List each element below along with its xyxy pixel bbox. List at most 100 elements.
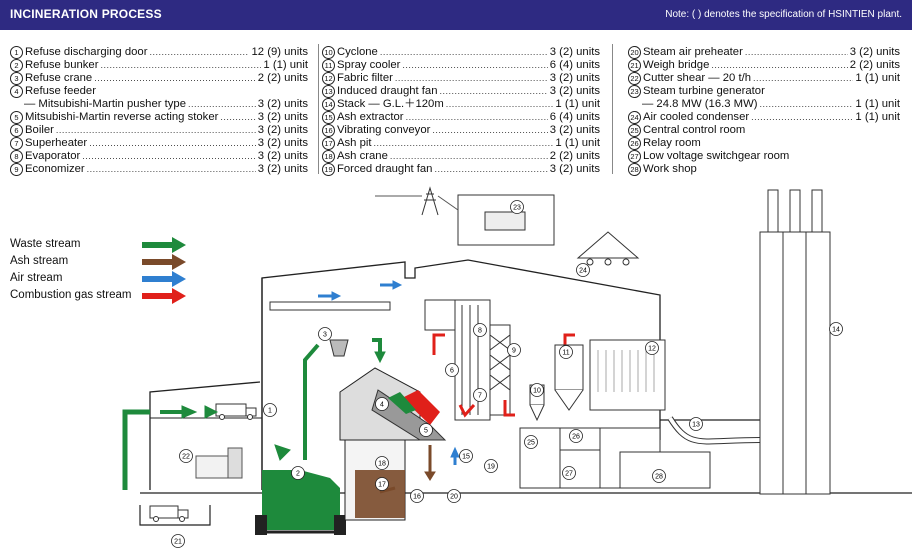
callout-number: 24	[579, 268, 587, 275]
item-label: Spray cooler	[337, 59, 401, 72]
callout-circle	[524, 435, 538, 449]
callout-number: 13	[692, 422, 700, 429]
item-number: 18	[322, 150, 335, 163]
leader-dots: ........................................…	[711, 60, 847, 71]
item-label: Forced draught fan	[337, 163, 433, 176]
item-number: 20	[628, 46, 641, 59]
callout-circle	[569, 429, 583, 443]
callout-number: 7	[478, 393, 482, 400]
refuse-bunker	[255, 470, 346, 535]
item-number: 2	[10, 59, 23, 72]
item-number: 11	[322, 59, 335, 72]
item-number: 25	[628, 123, 641, 137]
item-value: 1 (1) unit	[855, 110, 900, 123]
item-number: 27	[628, 149, 641, 163]
item-value: 1 (1) unit	[855, 72, 900, 85]
callout-number: 9	[512, 348, 516, 355]
legend-label: Combustion gas stream	[10, 289, 132, 301]
legend-entry: Waste stream	[10, 237, 186, 255]
callout-number: 21	[174, 539, 182, 546]
item-number: 15	[322, 111, 335, 124]
truck-icon	[149, 505, 189, 522]
callout-number: 18	[378, 461, 386, 468]
callout-circle	[171, 534, 185, 548]
callout-circle	[419, 423, 433, 437]
item-value: 3 (2) units	[257, 123, 308, 136]
item-label: Mitsubishi-Martin reverse acting stoker	[25, 110, 219, 123]
leader-dots: ........................................…	[434, 164, 547, 175]
item-value: 1 (1) unit	[555, 137, 600, 150]
item-number: 16	[322, 124, 335, 137]
item-number: 7	[10, 136, 23, 150]
leader-dots: ........................................…	[402, 60, 547, 71]
callout-number: 1	[268, 408, 272, 415]
item-number: 17	[322, 137, 335, 150]
callout-number: 19	[487, 464, 495, 471]
legend-entry: Ash stream	[10, 254, 186, 272]
leader-dots: ........................................…	[389, 151, 548, 162]
item-label: Refuse feeder	[25, 85, 96, 98]
item-value: 2 (2) units	[257, 72, 308, 85]
callout-circle	[291, 466, 305, 480]
callout-circle	[530, 383, 544, 397]
transmission-tower-icon	[375, 186, 459, 216]
item-value: 3 (2) units	[257, 149, 308, 162]
leader-dots: ........................................…	[86, 163, 256, 174]
item-label: Central control room	[643, 123, 746, 136]
cutter-shear-icon	[195, 447, 243, 479]
item-label: Stack — G.L.＋120m	[337, 98, 444, 111]
item-label: — 24.8 MW (16.3 MW)	[642, 98, 758, 110]
callout-circle	[459, 449, 473, 463]
callout-circle	[375, 397, 389, 411]
item-label: Boiler	[25, 123, 54, 136]
callout-number: 14	[832, 327, 840, 334]
item-value: 12 (9) units	[251, 46, 308, 59]
callout-circle	[507, 343, 521, 357]
spec-item: — 24.8 MW (16.3 MW).....................…	[628, 98, 900, 111]
leader-dots: ........................................…	[759, 99, 854, 109]
item-label: Work shop	[643, 162, 697, 175]
item-number: 5	[10, 110, 23, 124]
truck-icon	[215, 403, 257, 420]
stream-arrow-icon	[142, 237, 186, 253]
item-number: 19	[322, 163, 335, 176]
callout-circle	[829, 322, 843, 336]
callout-number: 22	[182, 454, 190, 461]
item-number: 21	[628, 59, 641, 72]
control-rooms	[519, 427, 711, 489]
callout-circle	[375, 456, 389, 470]
item-value: 3 (2) units	[257, 110, 308, 123]
item-label: Cutter shear — 20 t/h	[643, 72, 751, 85]
item-label: Vibrating conveyor	[337, 124, 431, 137]
item-label: Cyclone	[337, 46, 378, 59]
legend-label: Air stream	[10, 272, 63, 284]
item-label: Evaporator	[25, 149, 81, 162]
callout-number: 2	[296, 471, 300, 478]
item-number: 13	[322, 85, 335, 98]
callout-number: 15	[462, 454, 470, 461]
callout-number: 12	[648, 346, 656, 353]
callout-number: 10	[533, 388, 541, 395]
callout-number: 27	[565, 471, 573, 478]
item-number: 14	[322, 98, 335, 111]
item-label: Ash pit	[337, 137, 372, 150]
item-value: 3 (2) units	[549, 124, 600, 137]
leader-dots: ........................................…	[445, 99, 554, 110]
